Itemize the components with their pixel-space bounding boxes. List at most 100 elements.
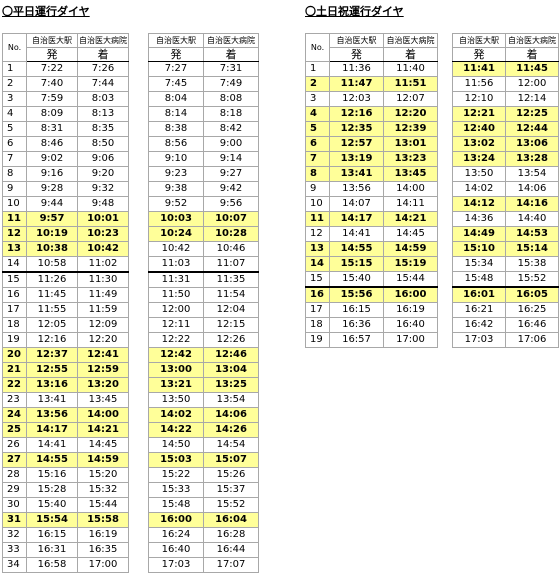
departure-time: 8:14 xyxy=(148,106,204,122)
departure-time: 9:28 xyxy=(26,181,78,197)
run-number: 13 xyxy=(2,241,27,257)
arrival-time: 14:00 xyxy=(383,181,438,197)
departure-time: 16:57 xyxy=(329,332,384,348)
arrival-time: 16:35 xyxy=(77,542,129,558)
arrival-time: 15:26 xyxy=(203,467,259,483)
run-number: 3 xyxy=(305,91,330,107)
departure-time: 12:55 xyxy=(26,362,78,378)
run-number: 11 xyxy=(2,211,27,227)
arrival-time: 11:51 xyxy=(383,76,438,92)
departure-time: 16:24 xyxy=(148,527,204,543)
departure-time: 13:50 xyxy=(148,392,204,408)
arrival-time: 15:38 xyxy=(505,256,559,272)
weekday-heading: 〇平日運行ダイヤ xyxy=(2,5,90,18)
departure-time: 12:22 xyxy=(148,332,204,348)
arrival-time: 17:00 xyxy=(383,332,438,348)
departure-time: 15:48 xyxy=(148,497,204,513)
departure-time: 9:23 xyxy=(148,166,204,182)
departure-time: 13:00 xyxy=(148,362,204,378)
arrival-time: 15:52 xyxy=(505,271,559,288)
arrival-time: 11:45 xyxy=(505,61,559,77)
arrival-time: 16:19 xyxy=(383,302,438,318)
run-number: 16 xyxy=(305,286,330,303)
run-number: 11 xyxy=(305,211,330,227)
run-number: 12 xyxy=(305,226,330,242)
departure-time: 13:19 xyxy=(329,151,384,167)
departure-time: 12:10 xyxy=(452,91,506,107)
run-number: 26 xyxy=(2,437,27,453)
departure-time: 14:02 xyxy=(148,407,204,423)
run-number: 1 xyxy=(2,61,27,77)
run-number: 13 xyxy=(305,241,330,257)
arrival-time: 15:20 xyxy=(77,467,129,483)
departure-time: 11:31 xyxy=(148,271,204,288)
run-number: 19 xyxy=(305,332,330,348)
arrival-time: 9:42 xyxy=(203,181,259,197)
departure-time: 15:33 xyxy=(148,482,204,498)
arrival-time: 9:56 xyxy=(203,196,259,212)
departure-time: 14:17 xyxy=(329,211,384,227)
arrival-time: 14:45 xyxy=(77,437,129,453)
departure-time: 11:36 xyxy=(329,61,384,77)
run-number: 28 xyxy=(2,467,27,483)
header-row-stations: No.自治医大駅自治医大病院 xyxy=(2,33,129,62)
arrival-time: 14:53 xyxy=(505,226,559,242)
departure-station-header: 自治医大駅 xyxy=(452,33,506,48)
arrival-time: 13:04 xyxy=(203,362,259,378)
departure-time: 15:40 xyxy=(26,497,78,513)
departure-time: 16:21 xyxy=(452,302,506,318)
run-number: 32 xyxy=(2,527,27,543)
arrival-time: 14:21 xyxy=(383,211,438,227)
arrival-time: 15:44 xyxy=(383,271,438,288)
departure-time: 14:07 xyxy=(329,196,384,212)
departure-time: 7:40 xyxy=(26,76,78,92)
run-number: 4 xyxy=(2,106,27,122)
run-number: 9 xyxy=(305,181,330,197)
arrival-time: 15:58 xyxy=(77,512,129,528)
arrival-time: 11:30 xyxy=(77,271,129,288)
departure-time: 12:00 xyxy=(148,302,204,318)
arrival-time: 16:00 xyxy=(383,286,438,303)
arrival-time: 7:44 xyxy=(77,76,129,92)
arrival-time: 15:37 xyxy=(203,482,259,498)
departure-time: 11:50 xyxy=(148,287,204,303)
departure-time: 12:11 xyxy=(148,317,204,333)
arrival-time: 8:35 xyxy=(77,121,129,137)
departure-time: 15:34 xyxy=(452,256,506,272)
run-number: 14 xyxy=(2,256,27,273)
arrival-time: 13:06 xyxy=(505,136,559,152)
departure-time: 10:58 xyxy=(26,256,78,273)
arrival-time: 13:54 xyxy=(505,166,559,182)
run-number: 8 xyxy=(2,166,27,182)
header-row-labels: 発着 xyxy=(3,47,129,62)
run-number: 5 xyxy=(305,121,330,137)
arrival-time: 17:00 xyxy=(77,557,129,573)
departure-time: 15:10 xyxy=(452,241,506,257)
